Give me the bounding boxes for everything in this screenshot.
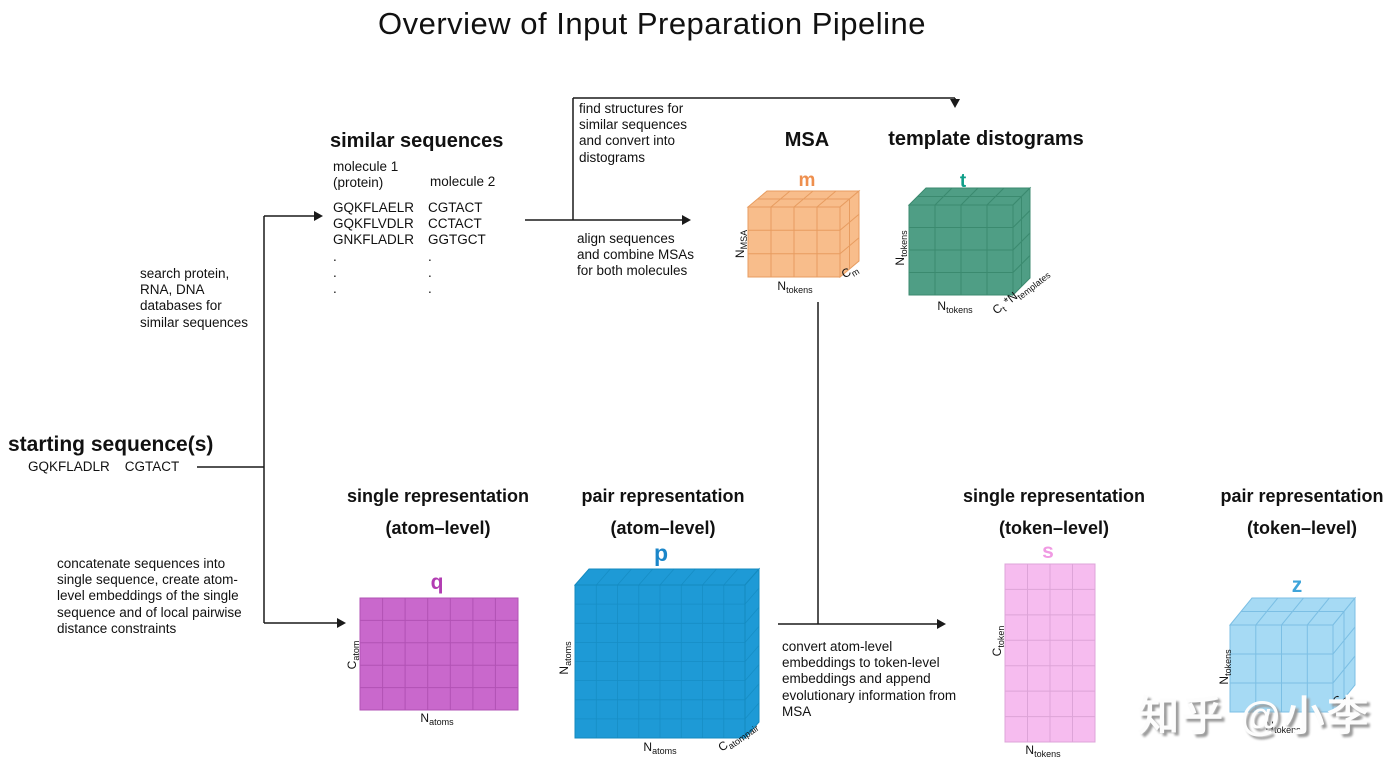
- page-title: Overview of Input Preparation Pipeline: [377, 6, 926, 41]
- molecule2-sequence-list: CGTACT CCTACT GGTGCT . . .: [428, 200, 486, 296]
- axis-label-n-atoms: Natoms: [420, 710, 454, 728]
- template-tensor-letter: t: [960, 171, 967, 192]
- arrowhead-icons: [314, 99, 960, 629]
- pair-token-cube: z: [1228, 574, 1357, 714]
- molecule2-label: molecule 2: [430, 174, 496, 189]
- molecule1-label: molecule 1 (protein): [333, 159, 399, 191]
- heading-pair-rep-token: pair representation: [1220, 486, 1384, 506]
- msa-tensor-letter: m: [799, 170, 816, 191]
- axis-label-n-atoms: Natoms: [556, 641, 574, 675]
- heading-pair-rep-atom: pair representation: [581, 486, 745, 506]
- axis-label-c-atom: Catom: [344, 640, 362, 670]
- axis-label-n-tokens: Ntokens: [937, 298, 973, 316]
- heading-starting-sequences: starting sequence(s): [8, 433, 214, 456]
- axis-label-n-tokens: Ntokens: [1265, 718, 1301, 736]
- pair-atom-cube: p: [573, 540, 761, 740]
- molecule1-sequence-list: GQKFLAELR GQKFLVDLR GNKFLADLR . . .: [333, 200, 415, 296]
- axis-label-c-token: Ctoken: [989, 625, 1007, 657]
- axis-label-n-msa: NMSA: [732, 229, 750, 259]
- heading-token-level-1: (token–level): [998, 518, 1110, 538]
- s-tensor-letter: s: [1042, 540, 1054, 563]
- connector-lines: [197, 97, 960, 629]
- template-cube: t: [907, 171, 1032, 297]
- heading-single-rep-atom: single representation: [346, 486, 530, 506]
- heading-similar-sequences: similar sequences: [330, 130, 504, 152]
- watermark: 知乎 @小李: [1138, 693, 1372, 739]
- heading-atom-level-2: (atom–level): [610, 518, 716, 538]
- annotation-search-databases: search protein, RNA, DNA databases for s…: [140, 266, 249, 330]
- single-atom-matrix: q: [359, 571, 519, 711]
- msa-cube: m: [746, 170, 861, 279]
- heading-template-distograms: template distograms: [888, 128, 1084, 150]
- single-token-matrix: s: [1004, 540, 1096, 743]
- heading-token-level-2: (token–level): [1246, 518, 1358, 538]
- heading-single-rep-token: single representation: [962, 486, 1146, 506]
- annotation-align-sequences: align sequences and combine MSAs for bot…: [577, 231, 695, 279]
- axis-label-n-tokens: Ntokens: [777, 278, 813, 296]
- annotation-find-structures: find structures for similar sequences an…: [579, 101, 688, 165]
- z-tensor-letter: z: [1292, 574, 1303, 597]
- axis-label-n-atoms: Natoms: [643, 739, 677, 757]
- annotation-convert: convert atom-level embeddings to token-l…: [782, 639, 957, 719]
- annotation-concatenate: concatenate sequences into single sequen…: [57, 556, 242, 636]
- p-tensor-letter: p: [654, 540, 668, 566]
- starting-sequence-text: GQKFLADLR CGTACT: [28, 459, 180, 474]
- q-tensor-letter: q: [431, 571, 444, 594]
- heading-msa: MSA: [784, 129, 830, 151]
- axis-label-n-tokens: Ntokens: [892, 230, 910, 266]
- heading-atom-level-1: (atom–level): [385, 518, 491, 538]
- axis-label-n-tokens: Ntokens: [1216, 649, 1234, 685]
- axis-label-n-tokens: Ntokens: [1025, 742, 1061, 760]
